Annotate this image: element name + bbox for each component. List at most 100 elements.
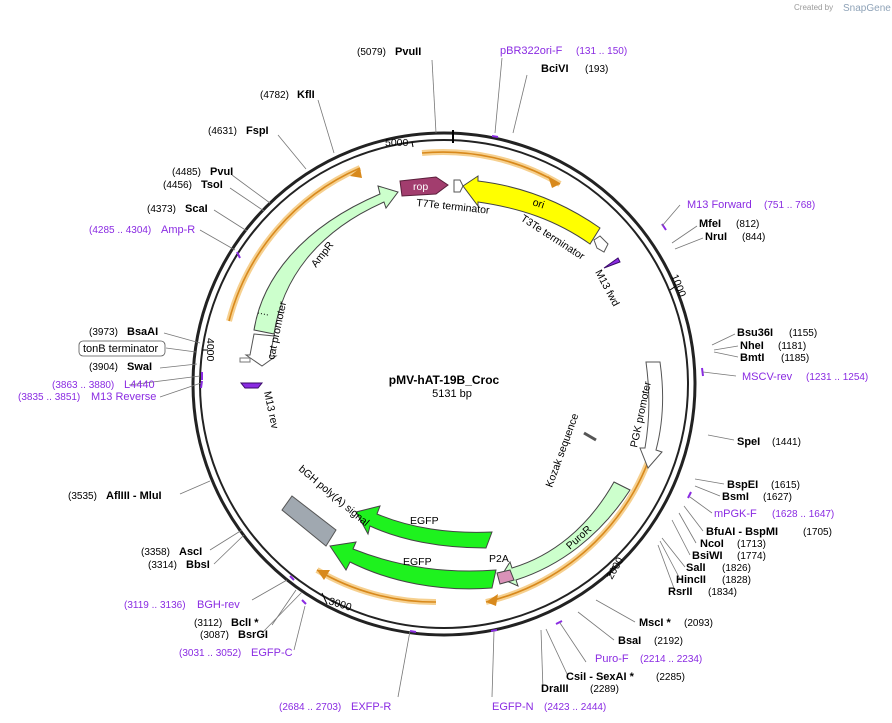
enzyme-tsoi-pos: (4456): [163, 180, 192, 191]
primer-bgh-rev-name: BGH-rev: [197, 599, 240, 611]
enzyme-bcivi-pos: (193): [585, 64, 608, 75]
primer-mscv-rev-range: (1231 .. 1254): [806, 372, 868, 383]
primer-pbr322ori-f-range: (131 .. 150): [576, 46, 627, 57]
enzyme-nrui-name: NruI: [705, 231, 727, 243]
enzyme-sali-name: SalI: [686, 562, 706, 574]
pgk-promoter-feature[interactable]: [639, 361, 664, 469]
egfp-feature-upper[interactable]: [355, 505, 493, 549]
backbone-inner: [199, 139, 689, 629]
p2a-feature[interactable]: [496, 569, 515, 585]
primer-egfp-n-range: (2423 .. 2444): [544, 702, 606, 713]
tonb-terminator-box: [78, 340, 166, 357]
enzyme-bsai-pos: (2192): [654, 636, 683, 647]
enzyme-bsu36i-name: Bsu36I: [737, 327, 773, 339]
enzyme-bmti-pos: (1185): [781, 353, 809, 364]
tick-label-5000: 5000: [385, 137, 409, 149]
enzyme-csii-sexai-name: CsiI - SexAI *: [566, 671, 635, 683]
enzyme-bsaai-name: BsaAI: [127, 326, 158, 338]
enzyme-hincii-name: HincII: [676, 574, 706, 586]
enzyme-scai-pos: (4373): [147, 204, 176, 215]
primer-egfp-c-name: EGFP-C: [251, 647, 293, 659]
egfp-feature-lower[interactable]: [329, 541, 497, 590]
enzyme-sali-pos: (1826): [722, 563, 751, 574]
enzyme-msci-pos: (2093): [684, 618, 713, 629]
m13-fwd-feature[interactable]: [603, 257, 621, 269]
enzyme-bsmi-name: BsmI: [722, 491, 749, 503]
enzyme-bsmi-pos: (1627): [763, 492, 792, 503]
enzyme-ncoi-pos: (1713): [737, 539, 766, 550]
kozak-label: Kozak sequence: [544, 412, 582, 489]
primer-puro-f-name: Puro-F: [595, 653, 629, 665]
backbone-outer: [191, 131, 697, 637]
enzyme-mfei-name: MfeI: [699, 218, 721, 230]
enzyme-bsrgi-pos: (3087): [200, 630, 229, 641]
primer-mscv-rev-name: MSCV-rev: [742, 371, 793, 383]
primer-amp-r-name: Amp-R: [161, 224, 195, 236]
plasmid-length: 5131 bp: [432, 388, 472, 400]
enzyme-bfuai-bspmi-name: BfuAI - BspMI: [706, 526, 778, 538]
enzyme-fspi-name: FspI: [246, 125, 269, 137]
bgh-polya-feature[interactable]: [281, 495, 337, 547]
enzyme-bbsi-name: BbsI: [186, 559, 210, 571]
ampr-feature[interactable]: [253, 185, 399, 335]
primer-mpgk-f-range: (1628 .. 1647): [772, 509, 834, 520]
primer-pbr322ori-f-name: pBR322ori-F: [500, 45, 563, 57]
rop-feature[interactable]: [399, 176, 449, 197]
enzyme-asci-pos: (3358): [141, 547, 170, 558]
enzyme-swai-pos: (3904): [89, 362, 118, 373]
primer-m13-reverse-range: (3835 .. 3851): [18, 392, 80, 403]
tonb-terminator-label: tonB terminator: [83, 343, 159, 355]
enzyme-rsrii-pos: (1834): [708, 587, 737, 598]
primer-l4440-name: L4440: [124, 379, 155, 391]
enzyme-spei-name: SpeI: [737, 436, 760, 448]
m13-rev-label: M13 rev: [261, 390, 281, 430]
tick-label-4000: 4000: [204, 338, 216, 362]
primer-amp-r-range: (4285 .. 4304): [89, 225, 151, 236]
enzyme-bsiwi-name: BsiWI: [692, 550, 723, 562]
enzyme-kfli-name: KflI: [297, 89, 315, 101]
enzyme-bsrgi-name: BsrGI: [238, 629, 268, 641]
enzyme-swai-name: SwaI: [127, 361, 152, 373]
enzyme-bbsi-pos: (3314): [148, 560, 177, 571]
egfp-lower-label: EGFP: [403, 556, 432, 568]
enzyme-bcli-pos: (3112): [194, 618, 222, 629]
puror-feature[interactable]: [499, 481, 631, 587]
enzyme-hincii-pos: (1828): [722, 575, 751, 586]
enzyme-afliii-pos: (3535): [68, 491, 97, 502]
enzyme-nhei-pos: (1181): [778, 341, 806, 352]
enzyme-afliii-mlui-name: AflIII - MluI: [106, 490, 162, 502]
p2a-label: P2A: [489, 553, 509, 565]
enzyme-nrui-pos: (844): [742, 232, 765, 243]
enzyme-nhei-name: NheI: [740, 340, 764, 352]
primer-egfp-n-name: EGFP-N: [492, 701, 534, 713]
m13-fwd-label: M13 fwd: [592, 268, 621, 309]
enzyme-ncoi-name: NcoI: [700, 538, 724, 550]
enzyme-csii-pos: (2285): [656, 672, 685, 683]
enzyme-bsu36i-pos: (1155): [789, 328, 817, 339]
enzyme-bcli-name: BclI *: [231, 617, 259, 629]
enzyme-scai-name: ScaI: [185, 203, 208, 215]
enzyme-bsiwi-pos: (1774): [737, 551, 766, 562]
enzyme-tsoi-name: TsoI: [201, 179, 223, 191]
plasmid-name: pMV-hAT-19B_Croc: [389, 373, 500, 387]
primer-m13-forward-name: M13 Forward: [687, 199, 752, 211]
primer-bgh-rev-range: (3119 .. 3136): [124, 600, 186, 611]
primer-marks: [200, 135, 704, 633]
cat-promoter-feature[interactable]: [244, 333, 278, 367]
ori-label: ori: [531, 196, 546, 211]
kozak-feature[interactable]: [583, 431, 597, 442]
egfp-upper-label: EGFP: [410, 515, 439, 527]
primer-labels: pBR322ori-F (131 .. 150) M13 Forward (75…: [18, 45, 868, 713]
t3te-terminator-feature[interactable]: [593, 235, 609, 253]
enzyme-pvuii-name: PvuII: [395, 46, 421, 58]
snapgene-logo-text: SnapGene: [843, 3, 891, 14]
enzyme-asci-name: AscI: [179, 546, 202, 558]
enzyme-kfli-pos: (4782): [260, 90, 289, 101]
m13-rev-feature[interactable]: [239, 382, 264, 389]
enzyme-msci-name: MscI *: [639, 617, 672, 629]
leader-lines: [128, 57, 739, 698]
t7te-terminator-feature[interactable]: [453, 179, 464, 193]
enzyme-bcivi-name: BciVI: [541, 63, 569, 75]
ori-feature[interactable]: [462, 175, 601, 245]
